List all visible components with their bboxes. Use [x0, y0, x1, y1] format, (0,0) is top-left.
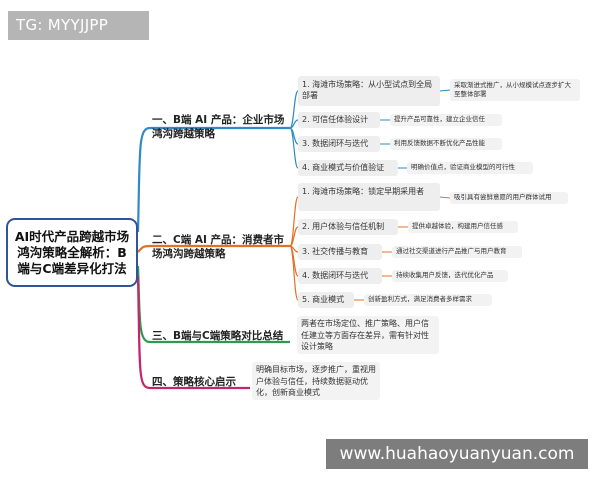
b2b-detail-4: 明确价值点，验证商业模型的可行性 — [407, 162, 533, 174]
b2b-item-2: 2. 可信任体验设计 — [298, 112, 380, 128]
website-watermark: www.huahaoyuanyuan.com — [326, 439, 588, 469]
edge-b2c-item-2 — [289, 226, 299, 247]
b2b-detail-2: 提升产品可靠性，建立企业信任 — [390, 114, 502, 126]
b2c-detail-2: 提供卓越体验，构建用户信任感 — [408, 221, 518, 233]
branch-insights: 四、策略核心启示 — [152, 376, 236, 388]
branch-b2b: 一、B端 AI 产品：企业市场鸿沟跨越策略 — [152, 114, 285, 140]
b2c-item-3: 3. 社交传播与教育 — [298, 244, 382, 260]
b2b-item-4: 4. 商业模式与价值验证 — [298, 160, 398, 176]
b2c-detail-5: 创新盈利方式，满足消费者多样需求 — [364, 294, 492, 306]
comparison-summary: 两者在市场定位、推广策略、用户信任建立等方面存在差异，需有针对性设计策略 — [297, 316, 439, 354]
edge-b2b-detail-1 — [439, 89, 451, 92]
edge-root-insights — [136, 275, 250, 390]
edge-b2b-item-1 — [289, 90, 299, 129]
root-node: AI时代产品跨越市场鸿沟策略全解析：B端与C端差异化打法 — [6, 218, 138, 287]
edge-b2c-item-5 — [289, 245, 299, 301]
b2c-detail-3: 通过社交渠道进行产品推广与用户教育 — [392, 246, 522, 258]
b2c-item-5: 5. 商业模式 — [298, 292, 354, 308]
branch-b2c: 二、C端 AI 产品：消费者市场鸿沟跨越策略 — [152, 234, 285, 260]
b2c-item-2: 2. 用户体验与信任机制 — [298, 219, 398, 235]
b2b-detail-1: 采取渐进式推广，从小规模试点逐步扩大至整体部署 — [450, 79, 580, 101]
edge-root-b2b — [136, 126, 290, 233]
edge-b2b-item-4 — [289, 127, 299, 169]
edge-b2c-detail-1 — [439, 196, 451, 199]
branch-comparison: 三、B端与C端策略对比总结 — [152, 330, 284, 342]
b2c-detail-1: 吸引具有尝鲜意愿的用户群体试用 — [450, 192, 568, 204]
edge-b2c-item-1 — [289, 196, 299, 247]
b2b-item-1: 1. 海滩市场策略：从小型试点到全局部署 — [298, 76, 440, 106]
tg-label: TG: MYYJJPP — [8, 11, 149, 40]
b2b-detail-3: 利用反馈数据不断优化产品性能 — [390, 138, 502, 150]
insights-summary: 明确目标市场，逐步推广，重视用户体验与信任，持续数据驱动优化，创新商业模式 — [252, 362, 380, 400]
edge-root-b2c — [137, 244, 290, 253]
b2b-item-3: 3. 数据闭环与迭代 — [298, 136, 380, 152]
b2c-item-1: 1. 海滩市场策略：锁定早期采用者 — [298, 183, 440, 211]
b2c-detail-4: 持续收集用户反馈，迭代优化产品 — [392, 270, 508, 282]
b2c-item-4: 4. 数据闭环与迭代 — [298, 268, 382, 284]
